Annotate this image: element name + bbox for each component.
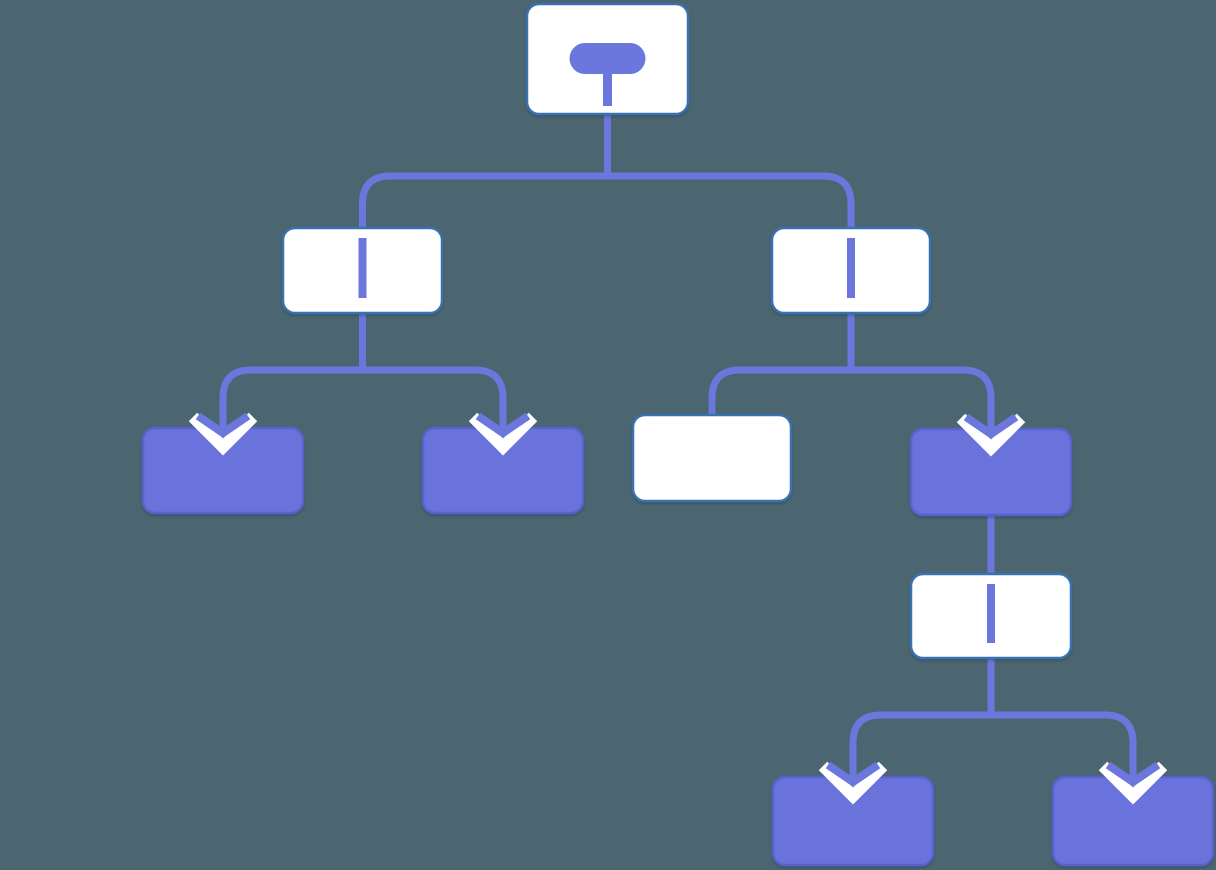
chevron-down-purple-icon bbox=[1105, 761, 1161, 787]
chevron-down-white-icon bbox=[468, 412, 538, 456]
chevron-down-white-icon bbox=[1098, 761, 1168, 805]
chevron-down-white-icon bbox=[956, 413, 1026, 457]
connector-edge bbox=[847, 313, 995, 434]
arrow-layer bbox=[188, 412, 1168, 805]
chevron-down-purple-icon bbox=[475, 412, 531, 438]
child-node-right-white[interactable] bbox=[631, 413, 793, 503]
connector-edge bbox=[987, 658, 1137, 782]
drop-arrow bbox=[818, 761, 888, 805]
chevron-down-purple-icon bbox=[195, 412, 251, 438]
chevron-down-white-icon bbox=[188, 412, 258, 456]
connector-layer bbox=[219, 114, 1137, 782]
chevron-down-white-icon bbox=[818, 761, 888, 805]
drop-arrow bbox=[188, 412, 258, 456]
connector-edge bbox=[359, 313, 507, 433]
drop-arrow bbox=[956, 413, 1026, 457]
root-topic-pill-icon bbox=[569, 43, 646, 74]
drop-arrow bbox=[1098, 761, 1168, 805]
chevron-down-purple-icon bbox=[963, 413, 1019, 439]
connector-edge bbox=[604, 114, 855, 232]
drop-arrow bbox=[468, 412, 538, 456]
glyph-layer bbox=[358, 43, 995, 643]
chevron-down-purple-icon bbox=[825, 761, 881, 787]
